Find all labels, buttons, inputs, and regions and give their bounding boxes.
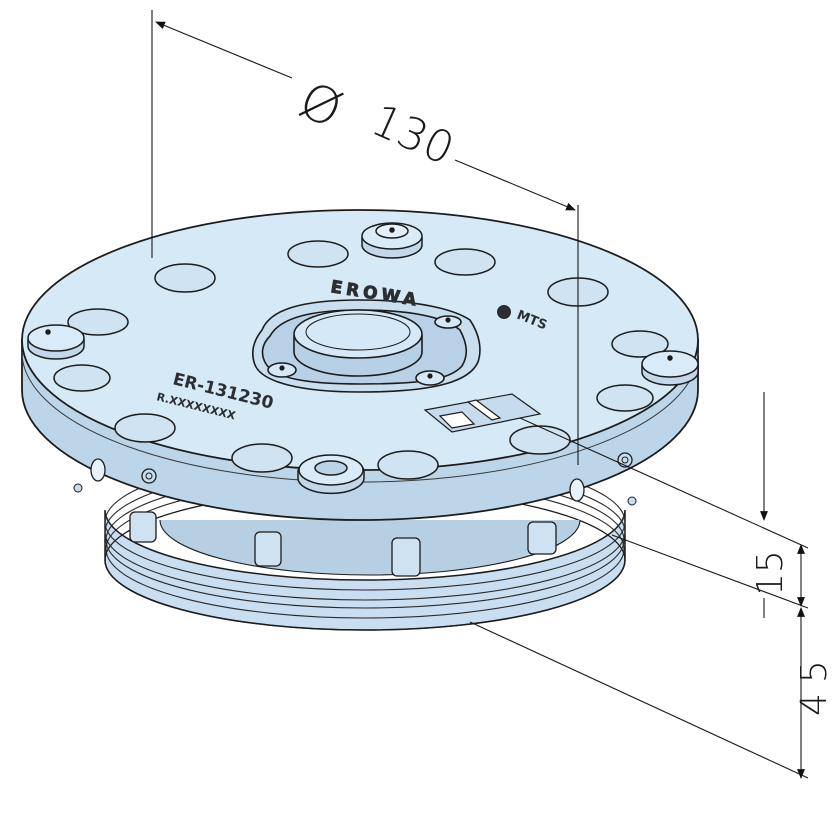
- center-puck: [293, 309, 423, 359]
- height-top-value: 15: [750, 550, 791, 596]
- dimension-lines: [151, 10, 809, 779]
- warning-label: [423, 393, 542, 433]
- diameter-symbol: Ø: [291, 71, 351, 140]
- diameter-value: 130: [364, 95, 461, 176]
- support-pins: [129, 511, 557, 577]
- center-chuck: [252, 299, 481, 393]
- side-hole-right: [569, 478, 585, 502]
- brand-logo-icon: [497, 305, 511, 319]
- side-screw-left: [141, 468, 157, 484]
- top-holes: [53, 240, 669, 480]
- locating-studs: [27, 222, 699, 495]
- height-bottom-value: 45: [794, 650, 835, 716]
- side-hole-left: [90, 458, 106, 482]
